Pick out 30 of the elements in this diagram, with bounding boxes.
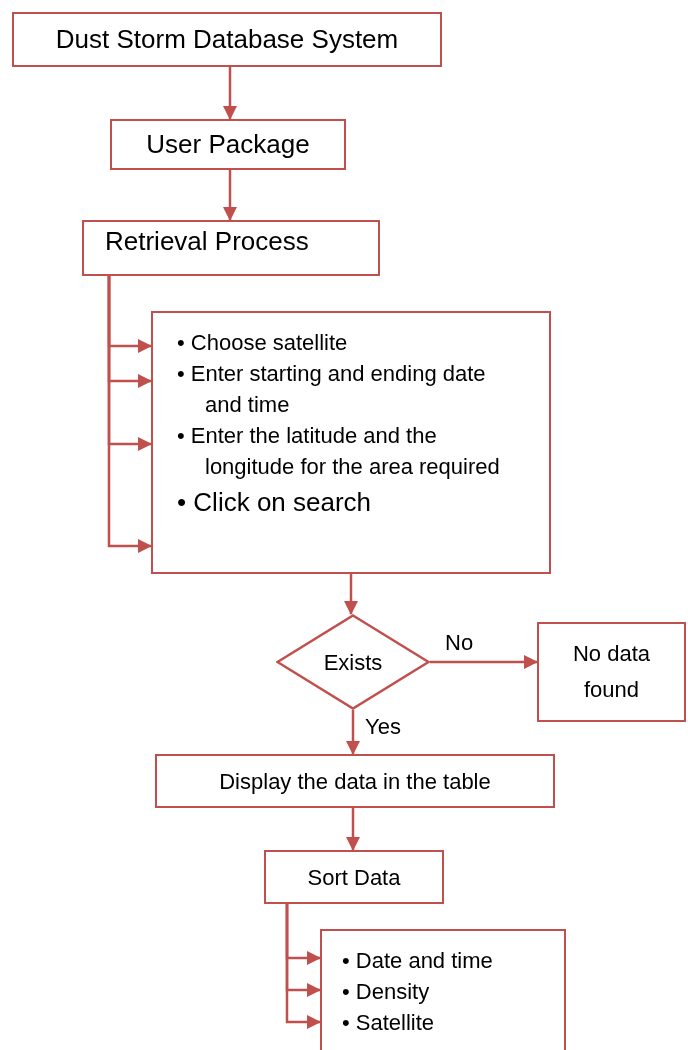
- arrow: [223, 67, 237, 120]
- arrow: [346, 808, 360, 851]
- arrow: [344, 574, 358, 615]
- node-text: Retrieval Process: [105, 225, 309, 258]
- node-text: Dust Storm Database System: [55, 23, 399, 56]
- list-item: • Satellite: [342, 1009, 436, 1037]
- process-box: [151, 311, 551, 574]
- process-box: [82, 220, 380, 276]
- process-box: [537, 622, 686, 722]
- list-item: • Date and time: [342, 947, 494, 975]
- list-item: • Density: [342, 978, 431, 1006]
- process-box: [110, 119, 346, 170]
- process-box: [155, 754, 555, 808]
- node-text: No data found: [571, 640, 652, 704]
- node-text: Sort Data: [307, 863, 401, 892]
- arrow: [346, 710, 360, 755]
- process-box: [12, 12, 442, 67]
- process-box: [320, 929, 566, 1050]
- list-item: • Choose satellite: [177, 329, 349, 357]
- arrow: [107, 276, 152, 553]
- list-item: • Enter starting and ending date and time: [177, 360, 487, 419]
- arrow: [223, 170, 237, 221]
- process-box: [264, 850, 444, 904]
- arrow: [430, 655, 538, 669]
- node-text: Display the data in the table: [219, 767, 491, 796]
- list-item: • Enter the latitude and the longitude for the area required: [177, 422, 501, 481]
- arrow: [285, 904, 321, 1029]
- node-text: User Package: [146, 128, 310, 161]
- decision-text: Exists: [323, 648, 383, 677]
- list-item: • Click on search: [177, 486, 373, 519]
